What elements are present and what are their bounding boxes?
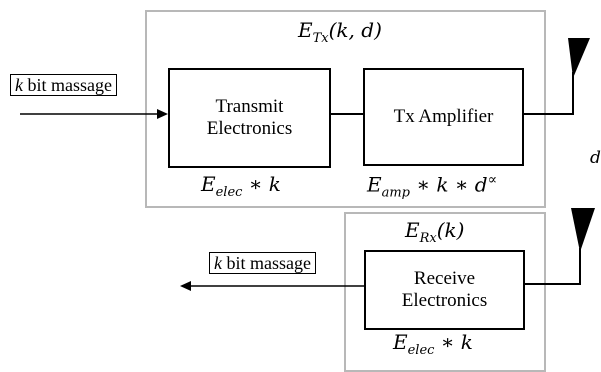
rx-energy-label: ERx(k)	[405, 218, 465, 246]
rx-output-label: k bit massage	[209, 252, 316, 274]
tx-amp-cost-label: Eamp ∗ k ∗ d∝	[367, 172, 498, 201]
tx-elec-cost-label: Eelec ∗ k	[201, 172, 281, 200]
tx-amplifier-block: Tx Amplifier	[363, 68, 524, 166]
tx-antenna-icon	[568, 38, 590, 78]
distance-label: d	[590, 148, 601, 168]
transmitter-group-box	[145, 10, 546, 208]
rx-antenna-feed	[525, 248, 581, 285]
tx-antenna-feed	[524, 72, 574, 115]
receive-electronics-block: Receive Electronics	[364, 250, 525, 330]
rx-elec-cost-label: Eelec ∗ k	[393, 330, 473, 358]
tx-energy-label: ETx(k, d)	[298, 18, 382, 46]
transmit-electronics-block: Transmit Electronics	[168, 68, 331, 168]
diagram-wiring	[20, 38, 595, 291]
rx-output-arrowhead	[180, 281, 191, 291]
tx-input-arrowhead	[157, 109, 168, 119]
rx-antenna-icon	[571, 208, 595, 252]
tx-input-label: k bit massage	[10, 74, 117, 96]
